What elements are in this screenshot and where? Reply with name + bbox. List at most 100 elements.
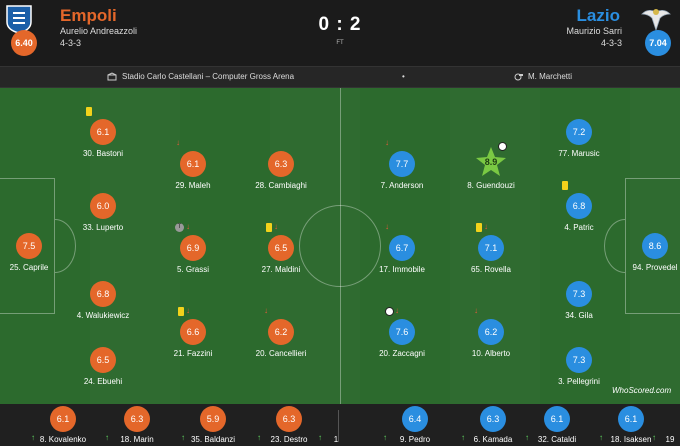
player-name: 7. Anderson: [380, 181, 424, 190]
sub-on-arrow-icon: ↑: [383, 433, 387, 442]
player-away[interactable]: 7.3 3. Pellegrini: [534, 347, 624, 393]
substitute-away[interactable]: 6.1↑18. Isaksen: [596, 402, 666, 444]
match-info-bar: Stadio Carlo Castellani – Computer Gross…: [0, 66, 680, 88]
player-name: 5. Grassi: [176, 265, 209, 274]
home-coach: Aurelio Andreazzoli: [60, 26, 138, 36]
player-name: 27. Maldini: [261, 265, 301, 274]
player-name: 10. Alberto: [471, 349, 511, 358]
substitute-name: 6. Kamada: [473, 435, 513, 444]
yellow-card-icon: [178, 307, 184, 316]
substitute-home[interactable]: 5.9↑35. Baldanzi: [178, 402, 248, 444]
player-name: 8. Guendouzi: [467, 181, 515, 190]
player-away[interactable]: 8.9 8. Guendouzi: [446, 142, 536, 197]
sub-on-arrow-icon: ↑: [257, 433, 261, 442]
man-of-the-match-star-icon: [476, 147, 506, 176]
event-marker-icon: T: [175, 223, 184, 232]
sub-off-arrow-icon: ↓: [176, 138, 180, 147]
player-name: 28. Cambiaghi: [255, 181, 307, 190]
player-name: 77. Marusic: [558, 149, 600, 158]
bench-divider: [338, 410, 339, 442]
yellow-card-icon: [266, 223, 272, 232]
match-score: 0 : 2: [318, 14, 362, 35]
sub-off-arrow-icon: ↓: [264, 306, 268, 315]
sub-on-arrow-icon: ↑: [181, 433, 185, 442]
player-name: 24. Ebuehi: [83, 377, 123, 386]
player-home[interactable]: 6.8 4. Walukiewicz: [58, 281, 148, 327]
substitute-name: 8. Kovalenko: [39, 435, 87, 444]
substitute-home[interactable]: 6.3↑18. Marin: [102, 402, 172, 444]
substitute-home[interactable]: 6.3 ↑ 23. Destro: [254, 402, 324, 444]
substitute-away[interactable]: 6.1↑32. Cataldi: [522, 402, 592, 444]
away-team-name[interactable]: Lazio: [576, 6, 620, 25]
away-team-rating: 7.04: [645, 30, 671, 56]
substitute-name: 9. Pedro: [399, 435, 431, 444]
player-rating: 6.7: [389, 235, 415, 261]
substitute-name: 35. Baldanzi: [190, 435, 236, 444]
home-team-name[interactable]: Empoli: [60, 6, 117, 25]
sub-on-arrow-icon: ↑: [599, 433, 603, 442]
match-status: FT: [336, 40, 344, 46]
sub-off-arrow-icon: ↓: [474, 306, 478, 315]
referee-name: M. Marchetti: [528, 72, 573, 81]
substitute-name: 23. Destro: [270, 435, 308, 444]
yellow-card-icon: [476, 223, 482, 232]
substitute-away[interactable]: 6.3↑6. Kamada: [458, 402, 528, 444]
player-rating: 7.3: [566, 347, 592, 373]
substitute-home[interactable]: 6.1↑8. Kovalenko: [28, 402, 98, 444]
player-name: 21. Fazzini: [173, 349, 213, 358]
player-rating: 6.3: [268, 151, 294, 177]
player-name: 4. Patric: [564, 223, 594, 232]
substitute-rating: 6.3: [276, 406, 302, 432]
player-rating: 6.5: [268, 235, 294, 261]
sub-on-arrow-icon: ↑: [105, 433, 109, 442]
player-rating: 6.8: [90, 281, 116, 307]
substitute-away[interactable]: ↑19: [652, 402, 680, 444]
player-rating: 6.1: [90, 119, 116, 145]
player-name: 94. Provedel: [632, 263, 678, 272]
sub-on-arrow-icon: ↑: [652, 433, 656, 442]
player-name: 17. Immobile: [379, 265, 425, 274]
player-name: 34. Gila: [565, 311, 593, 320]
sub-off-arrow-icon: ↓: [186, 306, 190, 315]
sub-on-arrow-icon: ↑: [461, 433, 465, 442]
substitute-away[interactable]: 6.4↑9. Pedro: [380, 402, 450, 444]
substitute-home[interactable]: ↑1: [318, 402, 388, 444]
player-rating: 7.2: [566, 119, 592, 145]
player-rating: 8.9: [484, 157, 498, 167]
away-crest[interactable]: [640, 4, 671, 34]
player-name: 25. Caprile: [9, 263, 49, 272]
player-name: 20. Cancellieri: [255, 349, 307, 358]
away-formation: 4-3-3: [600, 38, 622, 48]
player-name: 3. Pellegrini: [558, 377, 600, 386]
substitute-name: 18. Marin: [120, 435, 154, 444]
sub-off-arrow-icon: ↓: [385, 138, 389, 147]
home-formation: 4-3-3: [60, 38, 82, 48]
player-home[interactable]: 6.3 28. Cambiaghi: [236, 151, 326, 197]
player-name: 33. Luperto: [82, 223, 124, 232]
player-rating: 6.1: [180, 151, 206, 177]
player-name: 4. Walukiewicz: [76, 311, 130, 320]
player-name: 65. Rovella: [470, 265, 512, 274]
substitute-name: 18. Isaksen: [610, 435, 652, 444]
stadium-icon: [107, 72, 117, 81]
player-away[interactable]: 7.2 77. Marusic: [534, 119, 624, 165]
